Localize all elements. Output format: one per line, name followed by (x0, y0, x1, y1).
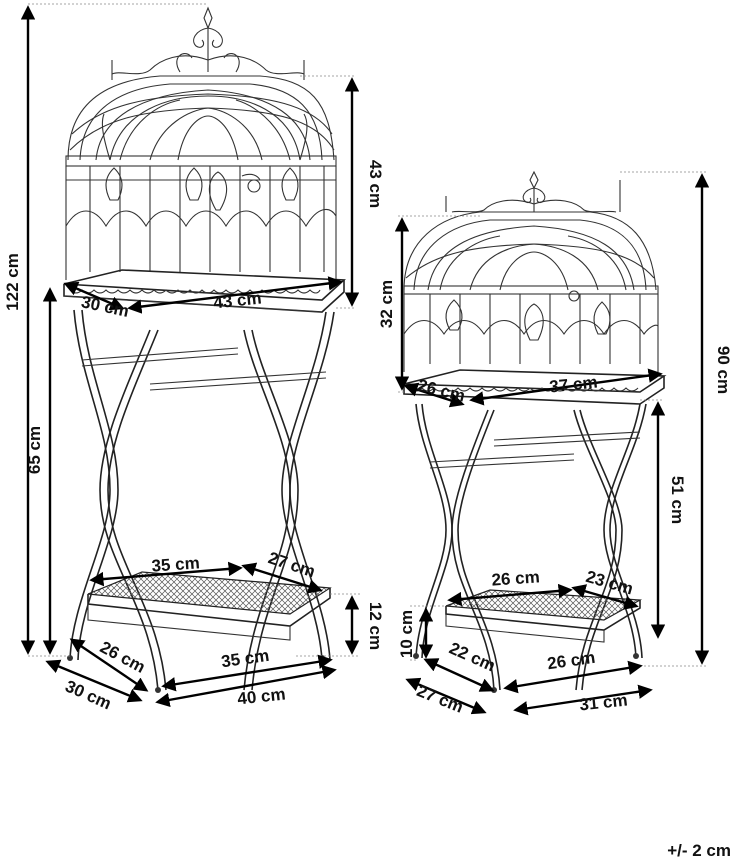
small-base-depth-label: 27 cm (414, 681, 466, 717)
small-height-total-label: 90 cm (714, 346, 733, 394)
small-shelf-width-top-label: 26 cm (491, 567, 540, 589)
large-height-total-label: 122 cm (3, 253, 22, 311)
small-crest (445, 170, 621, 213)
small-dome (403, 211, 657, 291)
large-tray-width-label: 43 cm (212, 289, 262, 313)
large-dimension-lines (20, 3, 360, 708)
tolerance-note: +/- 2 cm (667, 841, 731, 860)
large-base-width-label: 40 cm (236, 685, 286, 709)
small-stand-drawing (403, 170, 667, 693)
small-shelf-width-label: 26 cm (546, 648, 596, 674)
large-crest (111, 6, 305, 80)
large-cage-body (65, 155, 337, 280)
large-legs (69, 309, 335, 691)
large-tray-depth-label: 30 cm (80, 292, 131, 321)
large-shelf-width-label: 35 cm (220, 646, 270, 672)
large-shelf-width-top-label: 35 cm (151, 553, 200, 575)
large-stand-drawing (63, 6, 346, 693)
small-cage-body (403, 285, 659, 372)
large-base-depth-label: 30 cm (62, 676, 114, 713)
small-tray-width-label: 37 cm (548, 373, 598, 397)
small-shelf-height-label: 10 cm (397, 610, 416, 658)
large-shelf-height-label: 12 cm (366, 602, 385, 650)
large-legs-height-label: 65 cm (25, 426, 44, 474)
small-cage-height-label: 32 cm (377, 280, 396, 328)
small-dimension-lines (394, 171, 710, 716)
large-cage-height-label: 43 cm (366, 160, 385, 208)
small-base-width-label: 31 cm (578, 691, 628, 715)
large-dome (67, 75, 335, 161)
large-shelf-depth-label: 26 cm (97, 637, 148, 676)
small-tray-depth-label: 26 cm (416, 376, 467, 406)
small-shelf-depth-label: 22 cm (446, 638, 498, 675)
small-legs (415, 403, 647, 691)
small-legs-height-label: 51 cm (668, 476, 687, 524)
large-leaf-motifs (105, 167, 299, 211)
